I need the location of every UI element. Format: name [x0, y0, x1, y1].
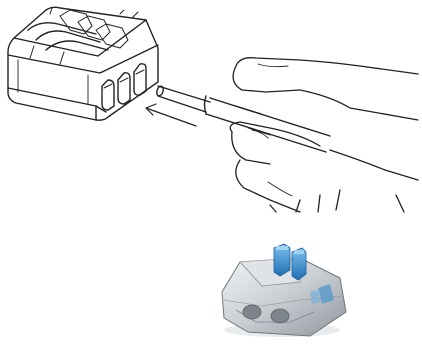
insertion-arrow	[145, 103, 197, 127]
blue-lever-1	[273, 243, 291, 277]
hand	[229, 57, 419, 213]
lever-connector-photo	[221, 243, 347, 337]
connector-housing	[7, 6, 159, 121]
blue-lever-2	[291, 247, 307, 281]
wire-port-2	[270, 308, 290, 324]
push-in-connector-drawing	[7, 6, 419, 213]
wire	[156, 85, 331, 153]
wire-port-1	[242, 304, 262, 320]
